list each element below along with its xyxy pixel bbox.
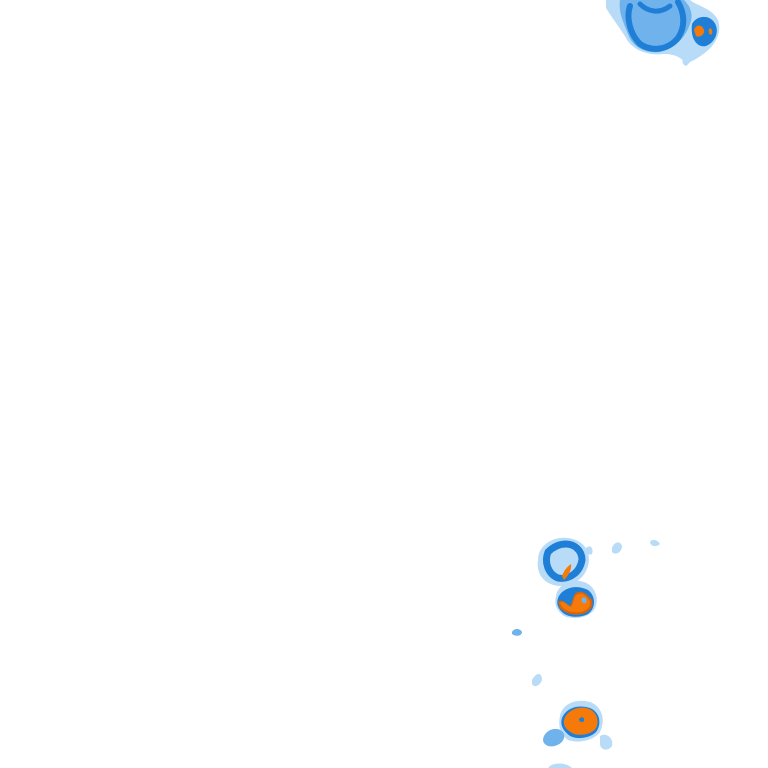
rain-fragments: [512, 539, 660, 687]
echo-heavy-ring: [542, 540, 586, 582]
echo-fragment: [532, 674, 542, 687]
echo-extreme: [562, 564, 572, 580]
echo-heavy-hole: [579, 717, 585, 723]
echo-extreme: [708, 28, 713, 35]
echo-heavy-ring: [637, 1, 673, 14]
storm-cell-east-upper: [537, 537, 590, 586]
echo-light: [600, 734, 613, 750]
echo-light: [548, 763, 572, 768]
echo-fragment: [612, 542, 622, 554]
storm-cell-northeast: [606, 0, 720, 66]
echo-heavy-core: [691, 16, 717, 47]
echo-fragment: [585, 546, 593, 555]
echo-heavy-ring: [625, 0, 687, 52]
echo-extreme: [694, 25, 705, 37]
storm-cell-southeast: [543, 700, 613, 768]
echo-moderate: [543, 728, 565, 747]
echo-moderate-hole: [581, 597, 587, 604]
storm-cell-east-middle: [555, 580, 597, 618]
echo-light: [682, 48, 693, 66]
echo-fragment: [512, 629, 522, 636]
echo-fragment: [650, 539, 660, 547]
